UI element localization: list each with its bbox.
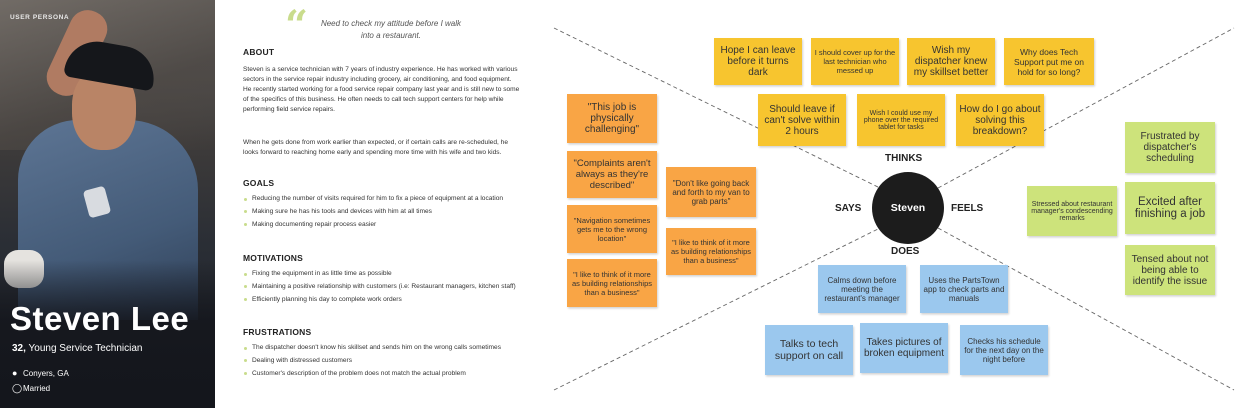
- says-note: "Navigation sometimes gets me to the wro…: [567, 205, 657, 253]
- does-note: Calms down before meeting the restaurant…: [818, 265, 906, 313]
- feels-label: FEELS: [951, 203, 984, 214]
- persona-status: ◯Married: [12, 383, 50, 394]
- quote-mark-icon: “: [285, 2, 309, 49]
- thinks-label: THINKS: [885, 153, 923, 164]
- about-paragraph-2: When he gets done from work earlier than…: [243, 139, 508, 156]
- list-item: Maintaining a positive relationship with…: [243, 282, 523, 292]
- frustrations-list: The dispatcher doesn't know his skillset…: [243, 343, 523, 382]
- location-text: Conyers, GA: [23, 369, 69, 378]
- quadrant-lines: [553, 27, 1235, 391]
- says-note: "I like to think of it more as building …: [666, 228, 756, 275]
- divider-line: [937, 227, 1235, 391]
- does-note: Uses the PartsTown app to check parts an…: [920, 265, 1008, 313]
- location-pin-icon: ●: [12, 368, 18, 378]
- says-note: "Don't like going back and forth to my v…: [666, 167, 756, 217]
- divider-line: [553, 227, 881, 391]
- list-item: Reducing the number of visits required f…: [243, 194, 523, 204]
- persona-name: Steven Lee: [10, 300, 190, 337]
- persona-role-text: Young Service Technician: [28, 343, 143, 354]
- list-item: The dispatcher doesn't know his skillset…: [243, 343, 523, 353]
- says-note: "I like to think of it more as building …: [567, 259, 657, 307]
- center-persona-circle: Steven: [872, 172, 944, 244]
- motivations-heading: MOTIVATIONS: [243, 253, 303, 263]
- divider-line: [553, 27, 881, 189]
- thinks-note: How do I go about solving this breakdown…: [956, 94, 1044, 146]
- divider-line: [937, 27, 1235, 189]
- persona-photo: USER PERSONA Steven Lee 32, Young Servic…: [0, 0, 215, 408]
- thinks-note: Hope I can leave before it turns dark: [714, 38, 802, 85]
- about-heading: ABOUT: [243, 47, 275, 57]
- says-note: "Complaints aren't always as they're des…: [567, 151, 657, 198]
- thinks-note: I should cover up for the last technicia…: [811, 38, 899, 85]
- persona-role: 32, Young Service Technician: [12, 343, 143, 354]
- list-item: Dealing with distressed customers: [243, 356, 523, 366]
- motivations-list: Fixing the equipment in as little time a…: [243, 269, 523, 308]
- list-item: Efficiently planning his day to complete…: [243, 295, 523, 305]
- photo-dark-overlay: [0, 260, 215, 408]
- about-paragraph-1: Steven is a service technician with 7 ye…: [243, 66, 520, 113]
- thinks-note: Why does Tech Support put me on hold for…: [1004, 38, 1094, 85]
- persona-age: 32,: [12, 343, 26, 354]
- thinks-note: Wish I could use my phone over the requi…: [857, 94, 945, 146]
- feels-note: Frustrated by dispatcher's scheduling: [1125, 122, 1215, 173]
- frustrations-heading: FRUSTRATIONS: [243, 327, 312, 337]
- does-label: DOES: [891, 246, 920, 257]
- ring-icon: ◯: [12, 383, 23, 393]
- persona-location: ● Conyers, GA: [12, 368, 69, 378]
- says-label: SAYS: [835, 203, 862, 214]
- status-text: Married: [23, 384, 51, 393]
- thinks-note: Wish my dispatcher knew my skillset bett…: [907, 38, 995, 85]
- persona-quote: Need to check my attitude before I walk …: [320, 19, 462, 40]
- list-item: Fixing the equipment in as little time a…: [243, 269, 523, 279]
- does-note: Takes pictures of broken equipment: [860, 323, 948, 373]
- does-note: Talks to tech support on call: [765, 325, 853, 375]
- does-note: Checks his schedule for the next day on …: [960, 325, 1048, 375]
- says-note: "This job is physically challenging": [567, 94, 657, 143]
- goals-list: Reducing the number of visits required f…: [243, 194, 523, 233]
- empathy-map: Hope I can leave before it turns dark I …: [540, 0, 1238, 408]
- feels-note: Stressed about restaurant manager's cond…: [1027, 186, 1117, 236]
- list-item: Making documenting repair process easier: [243, 220, 523, 230]
- feels-note: Tensed about not being able to identify …: [1125, 245, 1215, 295]
- list-item: Customer's description of the problem do…: [243, 369, 523, 379]
- feels-note: Excited after finishing a job: [1125, 182, 1215, 234]
- list-item: Making sure he has his tools and devices…: [243, 207, 523, 217]
- persona-tag: USER PERSONA: [10, 14, 70, 21]
- goals-heading: GOALS: [243, 178, 275, 188]
- thinks-note: Should leave if can't solve within 2 hou…: [758, 94, 846, 146]
